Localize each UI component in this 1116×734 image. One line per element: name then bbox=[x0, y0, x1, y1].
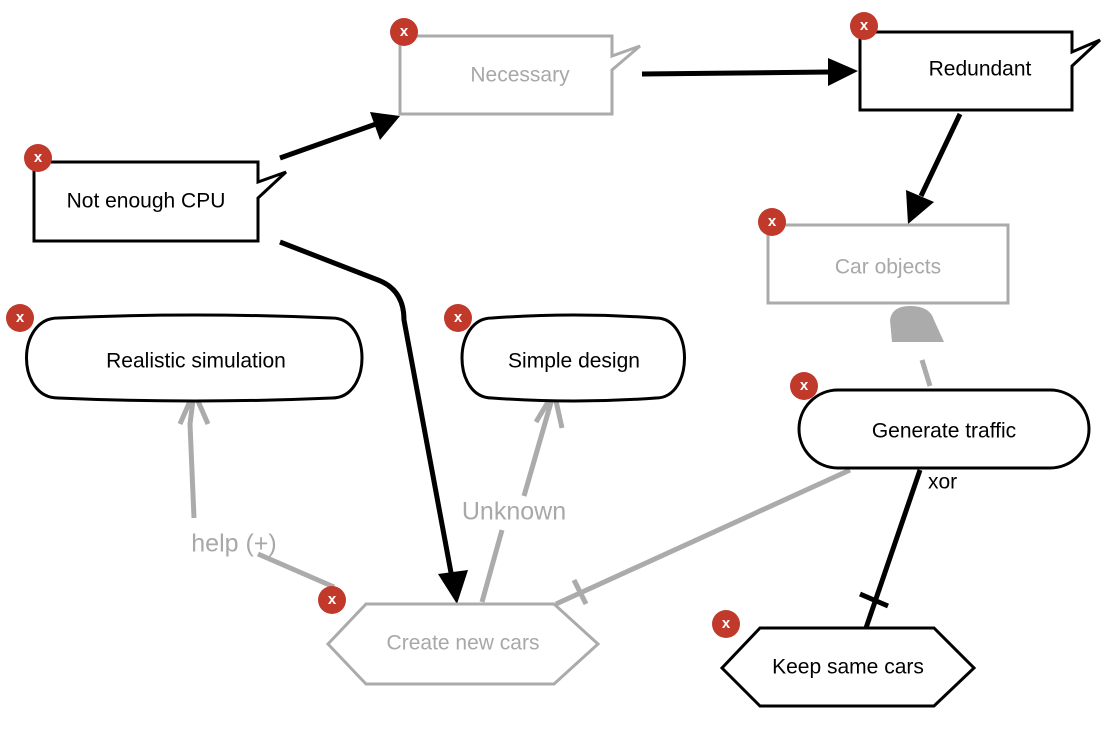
delete-redundant-button[interactable]: x bbox=[850, 12, 878, 40]
link-unknown[interactable]: Unknown bbox=[462, 385, 566, 603]
node-label: Create new cars bbox=[387, 632, 540, 655]
link-cpu-to-create-new-cars[interactable] bbox=[279, 239, 468, 604]
node-label: Necessary bbox=[470, 64, 570, 87]
link-traffic-to-keep-same-cars[interactable]: xor bbox=[859, 469, 957, 629]
close-icon: x bbox=[16, 309, 25, 326]
node-label: Simple design bbox=[508, 350, 640, 373]
node-car-objects[interactable]: Car objects bbox=[766, 223, 1010, 305]
node-label: Realistic simulation bbox=[106, 350, 286, 373]
close-icon: x bbox=[860, 17, 869, 34]
node-not-enough-cpu[interactable]: Not enough CPU bbox=[32, 160, 288, 243]
close-icon: x bbox=[722, 615, 731, 632]
link-label-help: help (+) bbox=[191, 530, 276, 558]
close-icon: x bbox=[800, 377, 809, 394]
node-label: Not enough CPU bbox=[67, 190, 226, 213]
node-label: Redundant bbox=[929, 58, 1032, 81]
link-traffic-to-car-objects[interactable] bbox=[890, 306, 944, 387]
delete-generate-traffic-button[interactable]: x bbox=[790, 372, 818, 400]
node-generate-traffic[interactable]: Generate traffic bbox=[797, 388, 1091, 470]
link-help-plus[interactable]: help (+) bbox=[177, 385, 335, 590]
delete-create-new-cars-button[interactable]: x bbox=[318, 586, 346, 614]
node-keep-same-cars[interactable]: Keep same cars bbox=[719, 626, 977, 708]
link-label-xor: xor bbox=[928, 471, 957, 494]
node-label: Keep same cars bbox=[772, 656, 924, 679]
delete-necessary-button[interactable]: x bbox=[390, 18, 418, 46]
close-icon: x bbox=[768, 213, 777, 230]
node-necessary[interactable]: Necessary bbox=[398, 34, 641, 116]
link-necessary-to-redundant[interactable] bbox=[641, 58, 858, 86]
node-create-new-cars[interactable]: Create new cars bbox=[325, 602, 601, 686]
link-redundant-to-car-objects[interactable] bbox=[906, 112, 963, 224]
link-traffic-to-create-new-cars[interactable] bbox=[554, 467, 852, 607]
delete-keep-same-cars-button[interactable]: x bbox=[712, 610, 740, 638]
node-simple-design[interactable]: Simple design bbox=[460, 313, 686, 403]
close-icon: x bbox=[328, 591, 337, 608]
delete-not-enough-cpu-button[interactable]: x bbox=[24, 144, 52, 172]
link-cpu-to-necessary[interactable] bbox=[279, 112, 400, 161]
delete-realistic-simulation-button[interactable]: x bbox=[6, 304, 34, 332]
close-icon: x bbox=[454, 309, 463, 326]
close-icon: x bbox=[400, 23, 409, 40]
close-icon: x bbox=[34, 149, 43, 166]
delete-simple-design-button[interactable]: x bbox=[444, 304, 472, 332]
node-redundant[interactable]: Redundant bbox=[858, 30, 1102, 112]
node-realistic-simulation[interactable]: Realistic simulation bbox=[25, 313, 364, 403]
node-label: Generate traffic bbox=[872, 420, 1016, 443]
delete-car-objects-button[interactable]: x bbox=[758, 208, 786, 236]
link-label-unknown: Unknown bbox=[462, 498, 566, 526]
node-label: Car objects bbox=[835, 256, 941, 279]
